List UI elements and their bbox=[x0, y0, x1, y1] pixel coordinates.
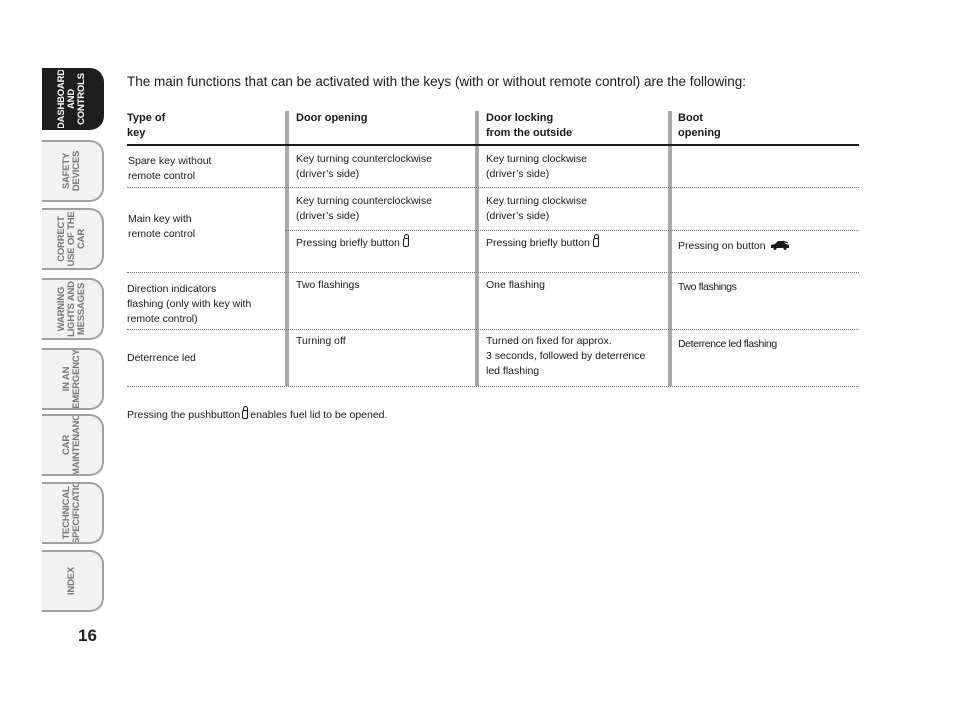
tab-correct-use[interactable]: CORRECT USE OF THE CAR bbox=[42, 208, 104, 270]
cell-deterrence-locking: Turned on fixed for approx. 3 seconds, f… bbox=[486, 335, 646, 377]
cell-indicators-boot: Two flashings bbox=[678, 281, 737, 293]
page-number: 16 bbox=[78, 626, 97, 645]
tab-safety-devices[interactable]: SAFETY DEVICES bbox=[42, 140, 104, 202]
tab-label: CAR MAINTENANCE bbox=[61, 414, 82, 476]
cell-indicators-type: Direction indicators flashing (only with… bbox=[127, 283, 252, 325]
row-divider bbox=[127, 187, 859, 188]
row-divider bbox=[127, 272, 859, 273]
header-type-of-key: Type of key bbox=[127, 112, 166, 139]
tab-label: INDEX bbox=[66, 566, 77, 596]
cell-spare-key-opening: Key turning counterclockwise (driver’s s… bbox=[296, 153, 432, 180]
row-divider bbox=[127, 386, 859, 387]
tab-label: WARNING LIGHTS AND MESSAGES bbox=[56, 281, 87, 337]
tab-label: SAFETY DEVICES bbox=[61, 150, 82, 192]
tab-technical-specifications[interactable]: TECHNICAL SPECIFICATIONS bbox=[42, 482, 104, 544]
cell-spare-key-type: Spare key without remote control bbox=[128, 155, 212, 182]
padlock-icon bbox=[592, 234, 599, 247]
column-separator bbox=[475, 111, 479, 386]
header-door-locking: Door locking from the outside bbox=[486, 112, 573, 139]
padlock-icon bbox=[242, 406, 249, 419]
cell-main-key-boot-remote: Pressing on button bbox=[678, 239, 790, 254]
row-divider bbox=[127, 329, 859, 330]
column-separator bbox=[285, 111, 289, 386]
tab-car-maintenance[interactable]: CAR MAINTENANCE bbox=[42, 414, 104, 476]
tab-warning-lights[interactable]: WARNING LIGHTS AND MESSAGES bbox=[42, 278, 104, 340]
padlock-icon bbox=[402, 234, 409, 247]
cell-spare-key-locking: Key turning clockwise (driver’s side) bbox=[486, 153, 587, 180]
tab-label: IN AN EMERGENCY bbox=[61, 349, 82, 409]
cell-indicators-locking: One flashing bbox=[486, 279, 545, 291]
header-boot-opening: Boot opening bbox=[678, 112, 721, 139]
cell-main-key-locking-remote: Pressing briefly button bbox=[486, 234, 599, 251]
column-separator bbox=[668, 111, 672, 386]
intro-text: The main functions that can be activated… bbox=[127, 74, 747, 89]
row-divider bbox=[285, 230, 859, 231]
cell-main-key-opening-key: Key turning counterclockwise (driver’s s… bbox=[296, 195, 432, 222]
header-door-opening: Door opening bbox=[296, 112, 368, 124]
tab-in-an-emergency[interactable]: IN AN EMERGENCY bbox=[42, 348, 104, 410]
tab-label: CORRECT USE OF THE CAR bbox=[56, 211, 87, 267]
header-rule bbox=[127, 144, 859, 146]
tab-label: TECHNICAL SPECIFICATIONS bbox=[61, 482, 82, 544]
tab-label: DASHBOARD AND CONTROLS bbox=[56, 69, 87, 129]
cell-main-key-opening-remote: Pressing briefly button bbox=[296, 234, 409, 251]
cell-deterrence-boot: Deterrence led flashing bbox=[678, 338, 777, 350]
cell-deterrence-opening: Turning off bbox=[296, 335, 346, 347]
cell-indicators-opening: Two flashings bbox=[296, 279, 360, 291]
tab-dashboard-and-controls[interactable]: DASHBOARD AND CONTROLS bbox=[42, 68, 104, 130]
cell-main-key-locking-key: Key turning clockwise (driver’s side) bbox=[486, 195, 587, 222]
tab-index[interactable]: INDEX bbox=[42, 550, 104, 612]
car-boot-icon bbox=[770, 240, 789, 250]
cell-deterrence-type: Deterrence led bbox=[127, 352, 196, 364]
cell-main-key-type: Main key with remote control bbox=[128, 213, 196, 240]
